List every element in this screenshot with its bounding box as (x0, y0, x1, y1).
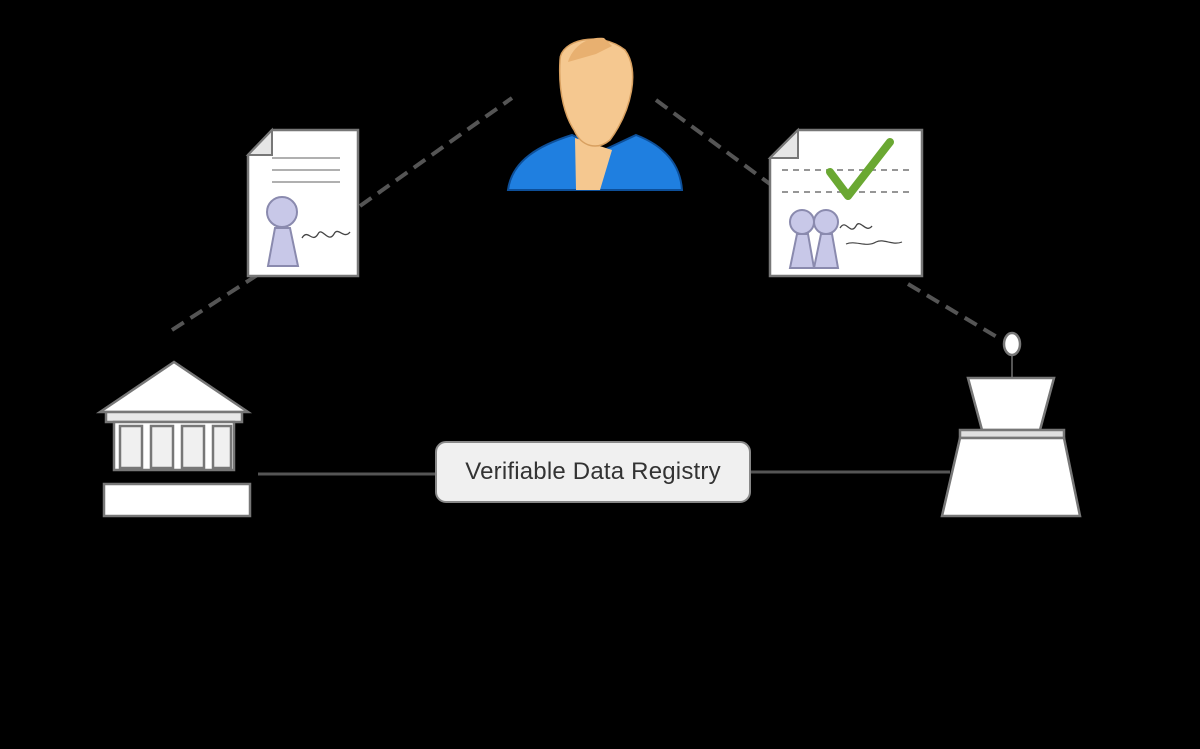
verifier-machine-icon (940, 331, 1082, 518)
issuer-to-credential-line (170, 270, 264, 332)
holder-to-presentation-line (654, 98, 772, 186)
dashed-connectors (170, 96, 1004, 342)
verifiable-data-registry-label: Verifiable Data Registry (465, 458, 721, 485)
holder-person-icon (506, 37, 684, 191)
registry-connectors (258, 470, 950, 476)
presentation-document-icon (767, 127, 924, 278)
issuer-building-icon (95, 360, 253, 518)
credential-to-holder-line (358, 96, 514, 208)
credential-document-icon (245, 127, 360, 278)
verifiable-data-registry-box (435, 441, 751, 503)
presentation-to-verifier-line (906, 282, 1004, 342)
